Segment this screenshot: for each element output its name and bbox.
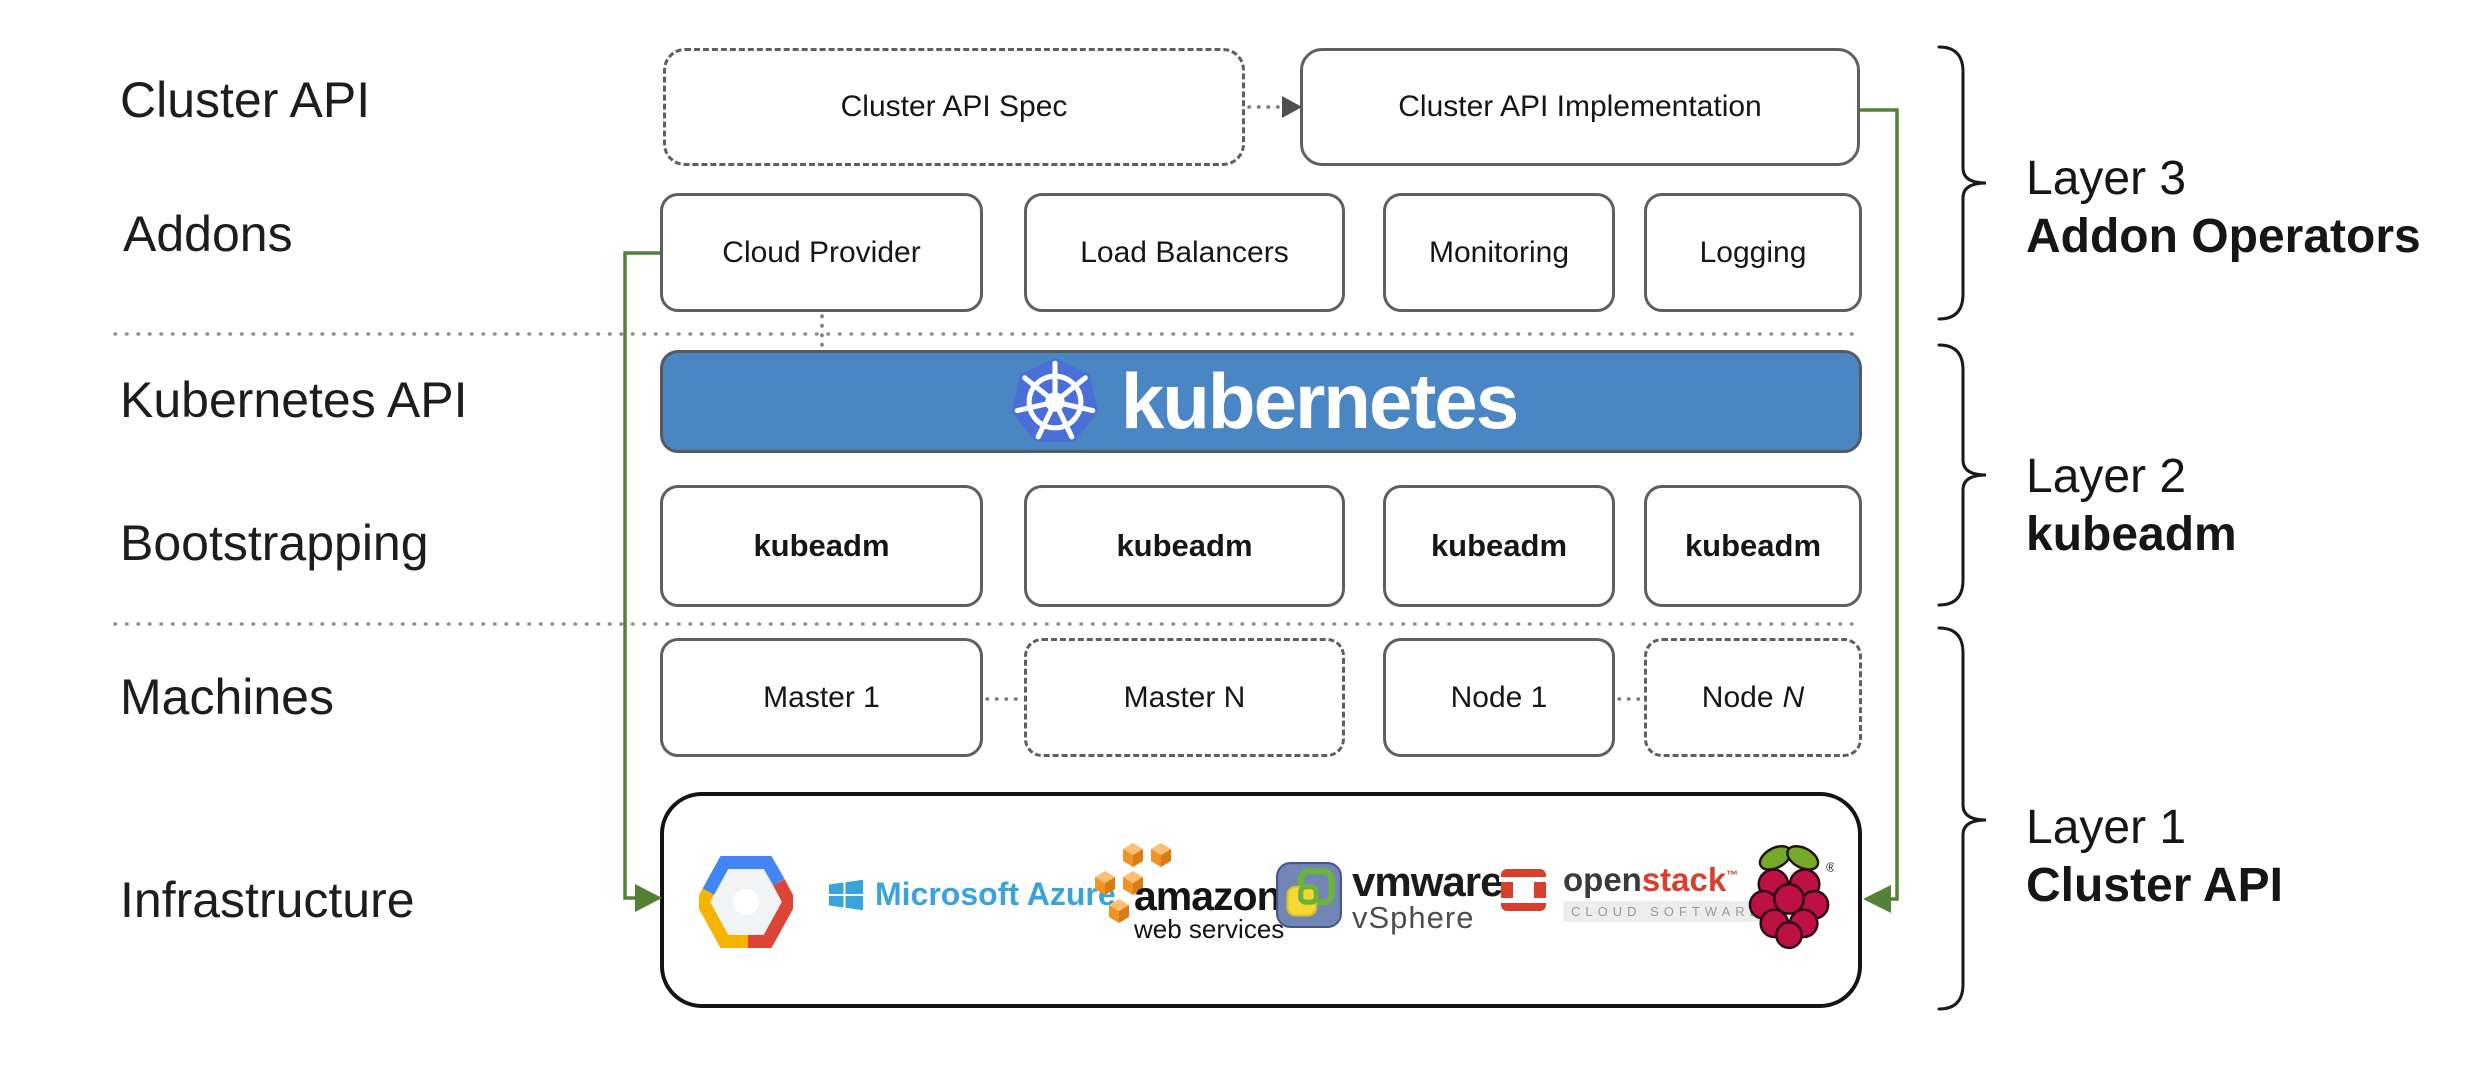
openstack-text-block: openstack™ CLOUD SOFTWARE xyxy=(1563,858,1772,922)
aws-wordmark-block: amazon web services xyxy=(1134,873,1285,944)
raspberry-pi-logo: ® xyxy=(1746,838,1834,954)
vsphere-text: vSphere xyxy=(1352,900,1475,935)
openstack-wordmark: openstack™ xyxy=(1563,861,1739,898)
layer-3-title: Layer 3 xyxy=(2026,152,2187,205)
row-label-kubernetes-api: Kubernetes API xyxy=(120,372,468,428)
cluster-api-spec-box: Cluster API Spec xyxy=(663,48,1245,166)
openstack-cloud-software-text: CLOUD SOFTWARE xyxy=(1563,901,1772,922)
kubeadm-box-2: kubeadm xyxy=(1024,485,1345,607)
windows-flag-icon xyxy=(829,879,863,910)
vsphere-icon xyxy=(1276,862,1342,928)
azure-wordmark: Microsoft Azure xyxy=(875,876,1116,912)
raspberry-registered-mark: ® xyxy=(1826,860,1834,875)
row-label-bootstrapping: Bootstrapping xyxy=(120,515,429,571)
layer-3-subtitle: Addon Operators xyxy=(2026,210,2421,263)
machine-box-master-1: Master 1 xyxy=(660,638,983,757)
row-label-addons: Addons xyxy=(123,206,293,262)
cloud-provider-to-infrastructure-green-line xyxy=(623,251,660,900)
row-label-machines: Machines xyxy=(120,669,334,725)
openstack-logo: openstack™ CLOUD SOFTWARE xyxy=(1499,858,1772,922)
addon-box-cloud-provider: Cloud Provider xyxy=(660,193,983,312)
layer-2-label: Layer 2 kubeadm xyxy=(2026,448,2237,564)
machine-box-node-n: Node N xyxy=(1644,638,1862,757)
machine-box-node-1: Node 1 xyxy=(1383,638,1615,757)
machine-box-master-n: Master N xyxy=(1024,638,1345,757)
openstack-icon xyxy=(1499,869,1548,911)
node-n-label: Node xyxy=(1701,680,1774,714)
aws-web-services-text: web services xyxy=(1134,914,1285,944)
layer-2-brace xyxy=(1937,343,1987,607)
green-arrowhead-left xyxy=(635,884,662,912)
vmware-vsphere-logo: vmware® vSphere xyxy=(1276,856,1513,935)
layer-2-title: Layer 2 xyxy=(2026,450,2187,503)
layer-1-brace xyxy=(1937,626,1987,1011)
addon-box-load-balancers: Load Balancers xyxy=(1024,193,1345,312)
green-arrowhead-right xyxy=(1863,885,1891,913)
kubernetes-wordmark: kubernetes xyxy=(1120,357,1519,445)
aws-logo: amazon web services xyxy=(1088,842,1318,952)
kubernetes-logo-icon xyxy=(1011,357,1099,442)
spec-to-implementation-arrowhead xyxy=(1282,96,1302,118)
google-cloud-logo xyxy=(699,854,793,950)
google-cloud-hexagon-icon xyxy=(699,855,793,949)
layer-3-label: Layer 3 Addon Operators xyxy=(2026,150,2421,266)
row-label-cluster-api: Cluster API xyxy=(120,72,371,128)
layer-3-brace xyxy=(1937,45,1987,321)
implementation-to-infrastructure-green-line xyxy=(1860,108,1899,901)
openstack-trademark: ™ xyxy=(1726,868,1739,882)
layer-1-label: Layer 1 Cluster API xyxy=(2026,799,2283,915)
cluster-api-implementation-box: Cluster API Implementation xyxy=(1300,48,1860,166)
raspberry-icon: ® xyxy=(1748,845,1834,950)
kubernetes-banner: kubernetes xyxy=(660,350,1862,453)
kubeadm-box-1: kubeadm xyxy=(660,485,983,607)
node-n-italic-n: N xyxy=(1782,680,1805,714)
vmware-wordmark: vmware® xyxy=(1352,856,1513,903)
addon-box-logging: Logging xyxy=(1644,193,1862,312)
amazon-wordmark: amazon xyxy=(1134,873,1282,919)
kubeadm-box-4: kubeadm xyxy=(1644,485,1862,607)
microsoft-azure-logo: Microsoft Azure xyxy=(829,876,1116,913)
vmware-text-block: vmware® vSphere xyxy=(1352,856,1513,935)
kubeadm-box-3: kubeadm xyxy=(1383,485,1615,607)
layer-1-subtitle: Cluster API xyxy=(2026,859,2283,912)
row-label-infrastructure: Infrastructure xyxy=(120,872,415,928)
addon-box-monitoring: Monitoring xyxy=(1383,193,1615,312)
layer-2-subtitle: kubeadm xyxy=(2026,508,2237,561)
layer-1-title: Layer 1 xyxy=(2026,801,2187,854)
infrastructure-box: Microsoft Azure amazon xyxy=(660,792,1862,1008)
